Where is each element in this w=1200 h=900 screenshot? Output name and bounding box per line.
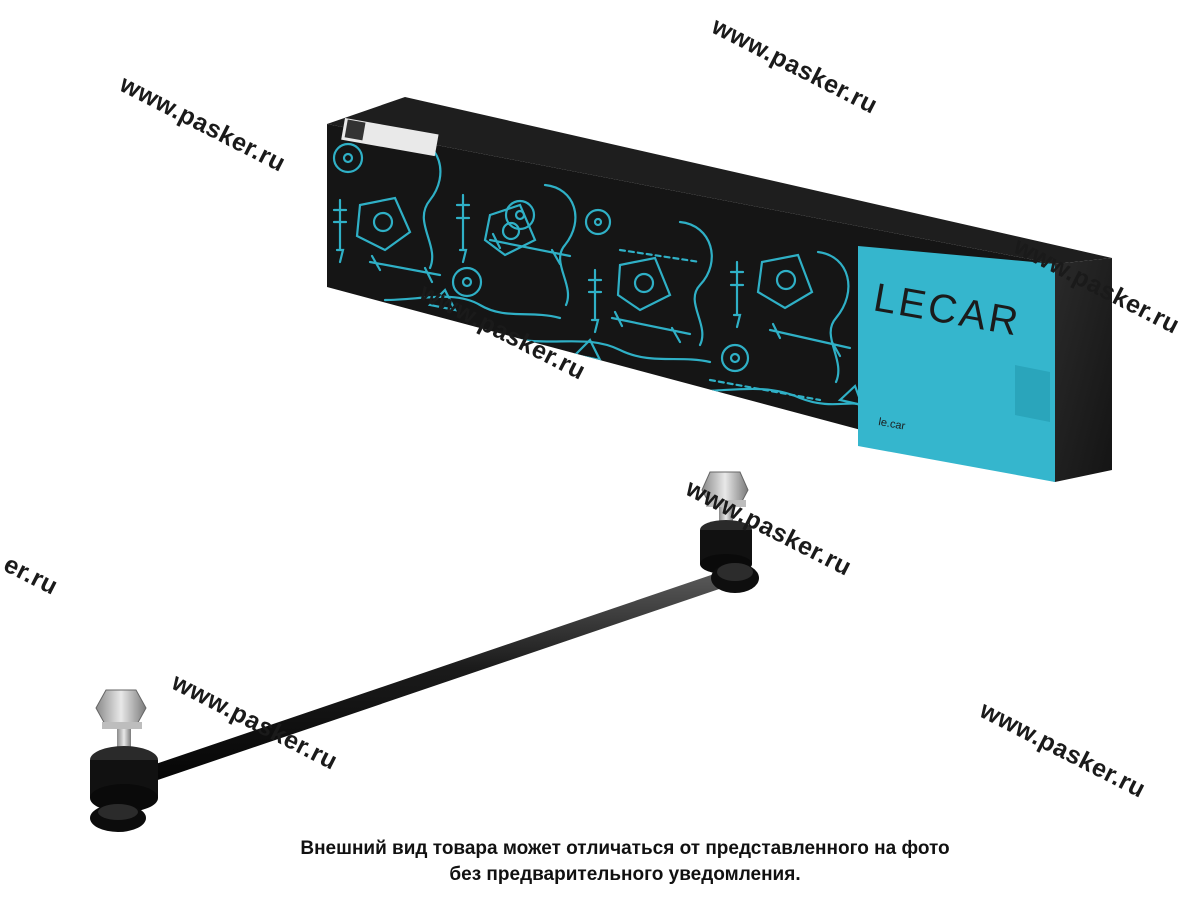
product-box: LECAR le.car bbox=[327, 97, 1112, 482]
link-right-end bbox=[700, 471, 759, 593]
qr-code-icon bbox=[344, 119, 366, 141]
link-rod bbox=[138, 572, 728, 784]
link-left-end bbox=[90, 689, 158, 832]
box-pattern bbox=[332, 138, 864, 407]
box-brand-panel bbox=[858, 246, 1055, 482]
box-top-face bbox=[327, 97, 1112, 264]
box-label-sticker bbox=[341, 117, 439, 157]
box-side-face bbox=[1055, 258, 1112, 482]
disclaimer-line-2: без предварительного уведомления. bbox=[449, 864, 801, 885]
stabilizer-link-icon bbox=[90, 471, 759, 832]
disclaimer-line-1: Внешний вид товара может отличаться от п… bbox=[300, 838, 950, 859]
disclaimer-caption: Внешний вид товара может отличаться от п… bbox=[0, 836, 1200, 888]
box-lid-flap bbox=[1015, 365, 1050, 422]
brand-website: le.car bbox=[877, 416, 906, 433]
